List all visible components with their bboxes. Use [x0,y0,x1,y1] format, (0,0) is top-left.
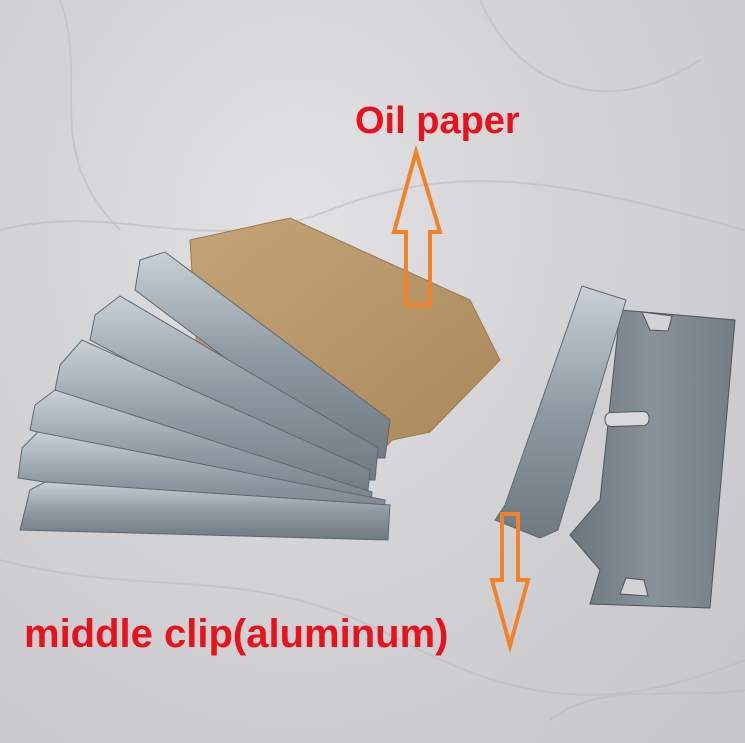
blade-6 [19,481,391,541]
marble-texture [0,0,745,721]
aluminum-spine [494,285,627,539]
middle-clip-label: middle clip(aluminum) [24,612,449,656]
bottom-notch [619,577,649,597]
blade-slot [604,410,650,428]
blade-2 [89,295,379,481]
single-blade [494,285,736,609]
blade-1 [134,251,391,459]
arrow-up-icon [391,144,443,307]
top-notch [641,311,673,332]
arrow-down-icon [489,512,531,654]
blade-body [569,309,736,609]
oil-paper-label: Oil paper [355,100,520,142]
blade-stack [17,251,391,541]
